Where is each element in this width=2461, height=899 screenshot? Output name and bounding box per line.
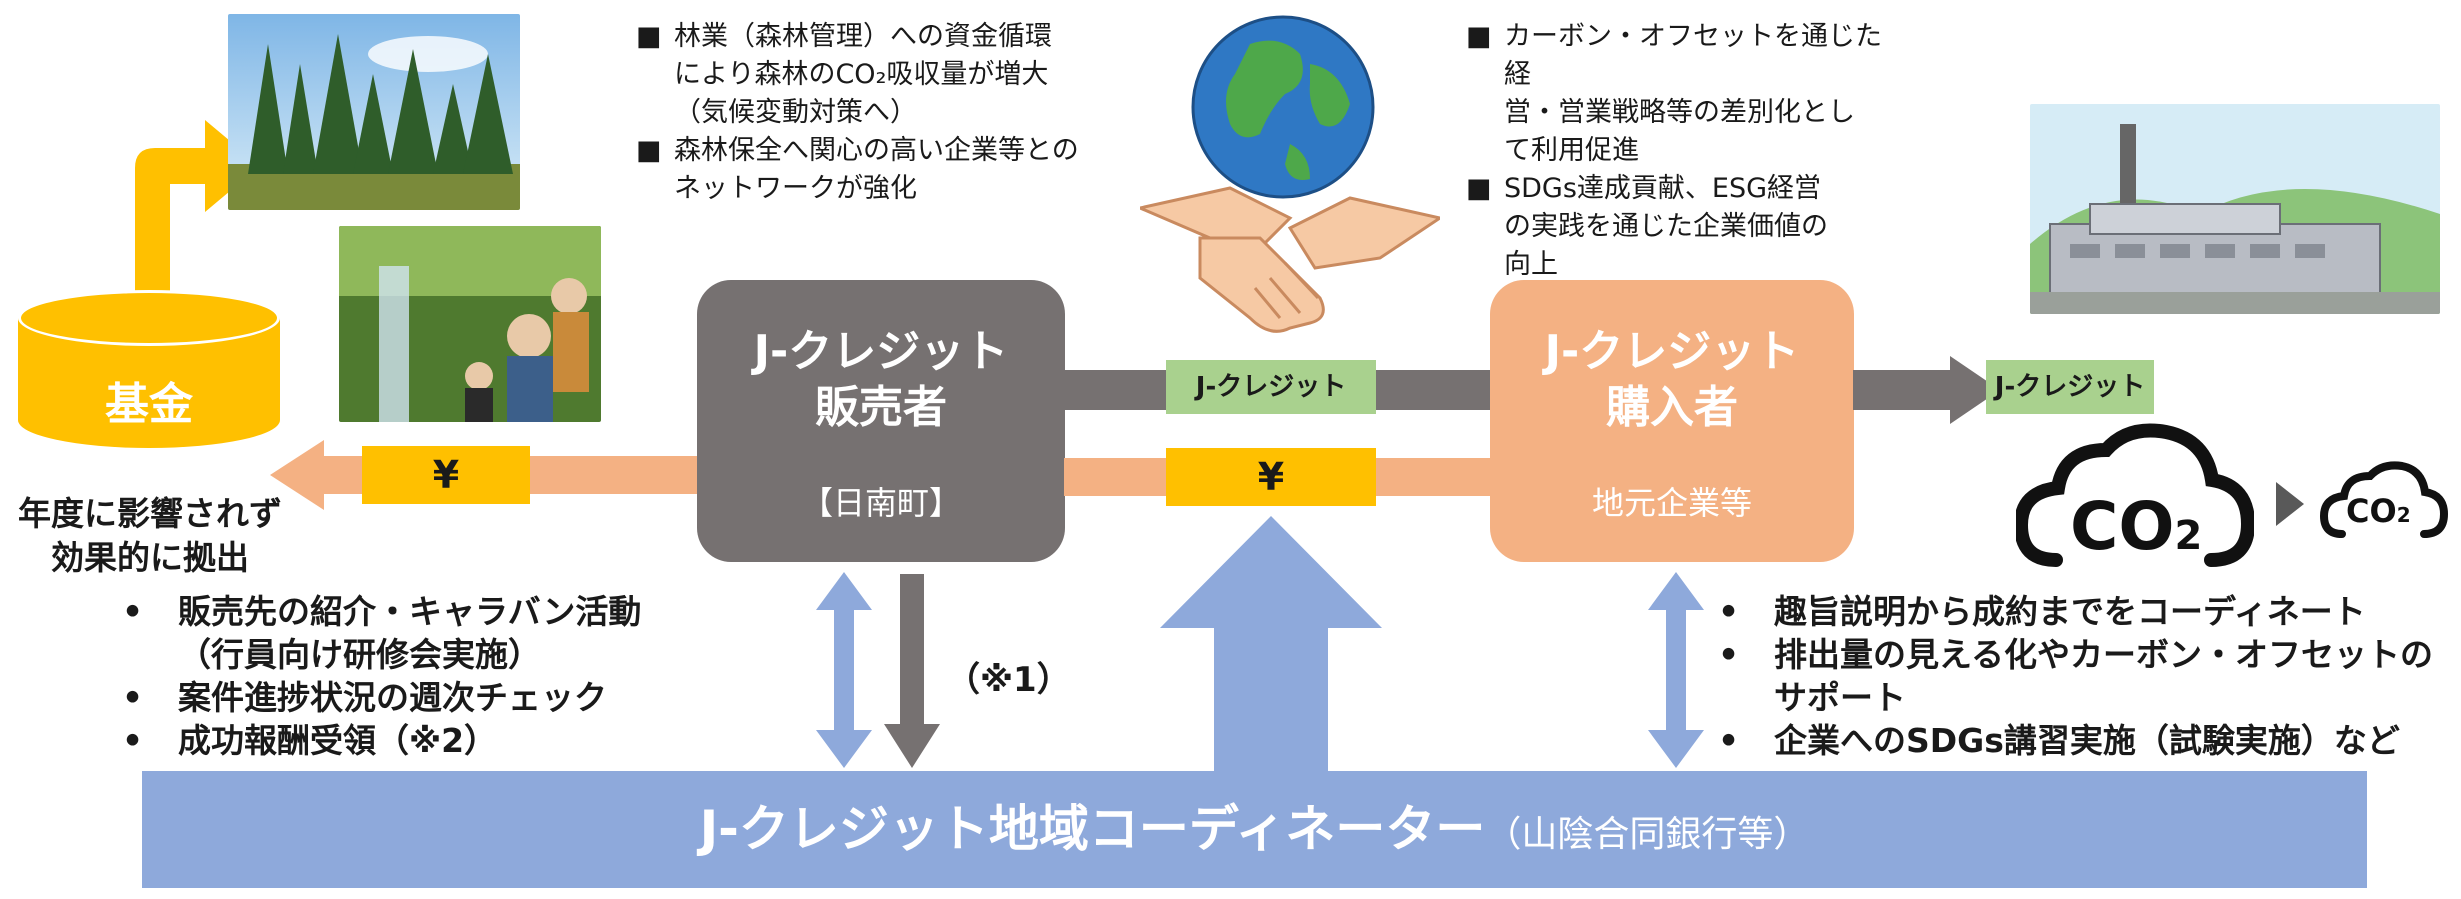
coordinator-to-buyer-list: • 趣旨説明から成約までをコーディネート • 排出量の見える化やカーボン・オフセ… bbox=[1718, 590, 2458, 762]
credit-tag-middle: J-クレジット bbox=[1166, 360, 1376, 414]
buyer-title-line2: 購入者 bbox=[1606, 382, 1738, 433]
co2-cloud-small-icon bbox=[2320, 461, 2448, 538]
list-item: • 企業へのSDGs講習実施（試験実施）など bbox=[1718, 719, 2458, 762]
coordinator-bar: J-クレジット地域コーディネーター（山陰合同銀行等） bbox=[142, 771, 2367, 888]
buyer-benefit-line: の実践を通じた企業価値の bbox=[1504, 211, 1828, 242]
forest-benefits: ■ 林業（森林管理）への資金循環 により森林のCO₂吸収量が増大 （気候変動対策… bbox=[636, 18, 1156, 208]
credit-flow-arrowhead-right bbox=[1950, 356, 2000, 424]
bullet-dot-icon: • bbox=[122, 592, 144, 631]
coordinator-title: J-クレジット地域コーディネーター bbox=[699, 800, 1486, 858]
coordinator-support-big-arrow bbox=[1160, 516, 1382, 772]
fund-cylinder-top bbox=[18, 290, 280, 346]
buyer-benefit-line: て利用促進 bbox=[1504, 135, 1639, 166]
bullet-square-icon: ■ bbox=[636, 135, 662, 166]
forest-benefit-line: （気候変動対策へ） bbox=[674, 97, 917, 128]
bullet-dot-icon: • bbox=[1718, 635, 1740, 674]
credit-tag-right: J-クレジット bbox=[1986, 360, 2154, 414]
bullet-dot-icon: • bbox=[1718, 721, 1740, 760]
coordinator-subtitle: （山陰合同銀行等） bbox=[1485, 814, 1810, 855]
buyer-box: J-クレジット 購入者 地元企業等 bbox=[1490, 280, 1854, 562]
list-item: • 成功報酬受領（※2） bbox=[122, 719, 682, 762]
factory-illustration bbox=[2030, 104, 2440, 314]
co2-large-subscript: 2 bbox=[2174, 513, 2203, 559]
buyer-benefit-line: 向上 bbox=[1504, 249, 1558, 280]
forest-benefit-line: により森林のCO₂吸収量が増大 bbox=[674, 59, 1049, 90]
forest-stream-photo bbox=[339, 226, 601, 422]
fund-caption-line1: 年度に影響されず bbox=[18, 494, 282, 533]
forest-benefit-item: ■ 林業（森林管理）への資金循環 により森林のCO₂吸収量が増大 （気候変動対策… bbox=[636, 18, 1156, 132]
forest-photo bbox=[228, 14, 520, 210]
list-item-line: 販売先の紹介・キャラバン活動 bbox=[178, 592, 642, 631]
globe-icon bbox=[1191, 15, 1375, 199]
buyer-benefit-item: ■ カーボン・オフセットを通じた経 営・営業戦略等の差別化とし て利用促進 bbox=[1466, 18, 1886, 170]
co2-large-label: CO2 bbox=[2070, 488, 2202, 565]
buyer-title: J-クレジット 購入者 bbox=[1490, 324, 1854, 436]
list-item-line: （行員向け研修会実施） bbox=[178, 635, 541, 674]
fund-label: 基金 bbox=[105, 379, 193, 430]
list-item: • 案件進捗状況の週次チェック bbox=[122, 676, 682, 719]
seller-to-coordinator-arrow bbox=[884, 574, 940, 768]
bullet-square-icon: ■ bbox=[636, 21, 662, 52]
list-item: • 排出量の見える化やカーボン・オフセットの サポート bbox=[1718, 633, 2458, 719]
buyer-benefit-line: 営・営業戦略等の差別化とし bbox=[1504, 97, 1855, 128]
note-1-label: （※1） bbox=[946, 660, 1071, 700]
seller-box: J-クレジット 販売者 【日南町】 bbox=[697, 280, 1065, 562]
forest-benefit-line: 森林保全へ関心の高い企業等との bbox=[674, 135, 1079, 166]
list-item-line: 趣旨説明から成約までをコーディネート bbox=[1774, 592, 2366, 631]
seller-subtitle: 【日南町】 bbox=[800, 484, 961, 522]
bullet-square-icon: ■ bbox=[1466, 21, 1492, 52]
bullet-dot-icon: • bbox=[122, 721, 144, 760]
handshake-icon bbox=[1140, 186, 1440, 333]
co2-large-text: CO bbox=[2070, 488, 2175, 565]
coordinator-to-seller-list: • 販売先の紹介・キャラバン活動 （行員向け研修会実施） • 案件進捗状況の週次… bbox=[122, 590, 682, 762]
yen-tag-left: ¥ bbox=[362, 446, 530, 504]
buyer-title-line1: J-クレジット bbox=[1544, 326, 1800, 377]
reduction-arrow-icon bbox=[2276, 482, 2304, 526]
buyer-benefit-line: カーボン・オフセットを通じた経 bbox=[1504, 21, 1882, 90]
forest-benefit-line: ネットワークが強化 bbox=[674, 173, 917, 204]
fund-caption: 年度に影響されず 効果的に拠出 bbox=[0, 492, 300, 580]
buyer-coordinator-double-arrow bbox=[1648, 572, 1704, 768]
list-item-line: 案件進捗状況の週次チェック bbox=[178, 678, 607, 717]
buyer-benefit-item: ■ SDGs達成貢献、ESG経営 の実践を通じた企業価値の 向上 bbox=[1466, 170, 1886, 284]
seller-coordinator-double-arrow bbox=[816, 572, 872, 768]
seller-title-line1: J-クレジット bbox=[753, 326, 1009, 377]
forest-benefit-line: 林業（森林管理）への資金循環 bbox=[674, 21, 1052, 52]
seller-title: J-クレジット 販売者 bbox=[697, 324, 1065, 436]
co2-small-label: CO2 bbox=[2346, 492, 2411, 530]
list-item-line: 排出量の見える化やカーボン・オフセットの bbox=[1774, 635, 2434, 674]
list-item-line: 企業へのSDGs講習実施（試験実施）など bbox=[1774, 721, 2400, 760]
list-item: • 趣旨説明から成約までをコーディネート bbox=[1718, 590, 2458, 633]
list-item: • 販売先の紹介・キャラバン活動 （行員向け研修会実施） bbox=[122, 590, 682, 676]
buyer-subtitle: 地元企業等 bbox=[1591, 484, 1752, 522]
co2-small-subscript: 2 bbox=[2396, 503, 2411, 527]
list-item-line: 成功報酬受領（※2） bbox=[178, 721, 498, 760]
co2-small-text: CO bbox=[2346, 492, 2397, 530]
yen-flow-arrowhead-left bbox=[270, 440, 324, 510]
bullet-dot-icon: • bbox=[1718, 592, 1740, 631]
seller-title-line2: 販売者 bbox=[815, 382, 947, 433]
yen-tag-middle: ¥ bbox=[1166, 448, 1376, 506]
co2-cloud-large-icon bbox=[2016, 423, 2254, 567]
forest-benefit-item: ■ 森林保全へ関心の高い企業等との ネットワークが強化 bbox=[636, 132, 1156, 208]
bullet-square-icon: ■ bbox=[1466, 173, 1492, 204]
bullet-dot-icon: • bbox=[122, 678, 144, 717]
fund-caption-line2: 効果的に拠出 bbox=[51, 538, 249, 577]
buyer-benefit-line: SDGs達成貢献、ESG経営 bbox=[1504, 173, 1822, 204]
buyer-benefits: ■ カーボン・オフセットを通じた経 営・営業戦略等の差別化とし て利用促進 ■ … bbox=[1466, 18, 1886, 284]
credit-flow-bar-right bbox=[1853, 370, 1953, 410]
list-item-line: サポート bbox=[1774, 678, 1906, 717]
